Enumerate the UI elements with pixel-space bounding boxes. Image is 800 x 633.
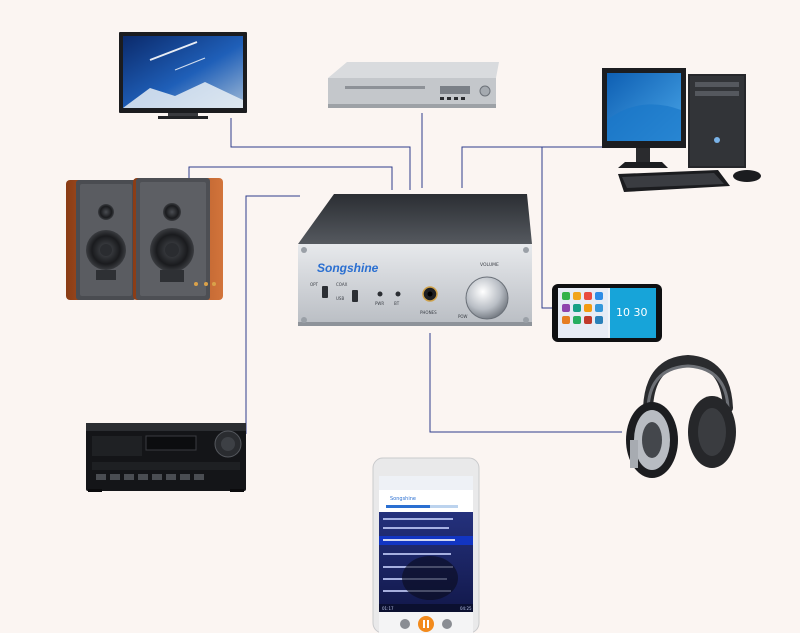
bookshelf-speakers [66,178,223,300]
amp-mode-switch[interactable] [352,290,358,302]
line-headphones [429,333,622,433]
line-receiver [245,195,300,434]
amp-input-usb: USB [336,296,344,301]
headphones [626,354,736,478]
music-time-right: 04:25 [460,606,472,611]
amp-input-switch[interactable] [322,286,328,298]
desktop-pc [602,68,761,192]
amp-power-label: POW [458,314,468,319]
music-next-button[interactable] [442,619,452,629]
amp-brand: Songshine [317,261,379,275]
phone-right-clock: 10 30 [616,306,648,319]
smartphone-bottom: Songshine 01:17 04:25 [372,457,480,633]
line-pc [461,146,617,188]
smartphone-right: 10 30 [552,284,662,342]
amp-phones-label: PHONES [420,310,437,315]
amp-led-bt: BT [394,301,400,306]
amp-pwr-led [377,291,383,297]
amp-input-opt: OPT [310,282,319,287]
tv [119,32,247,119]
dvd-player [328,62,499,108]
amp-led-pwr: PWR [375,301,384,306]
amp-volume-label: VOLUME [480,262,499,268]
music-app-title: Songshine [390,496,416,502]
amp-bt-led [395,291,401,297]
line-tv [230,118,411,190]
music-prev-button[interactable] [400,619,410,629]
music-play-button[interactable] [418,616,434,632]
music-time-left: 01:17 [382,606,394,611]
amp-input-coax: COAX [336,282,348,287]
av-receiver [86,423,246,492]
amp-volume-knob[interactable] [465,276,509,320]
line-phone-right [541,147,552,309]
amplifier: Songshine VOLUME OPT COAX USB PWR BT PHO… [298,194,532,326]
